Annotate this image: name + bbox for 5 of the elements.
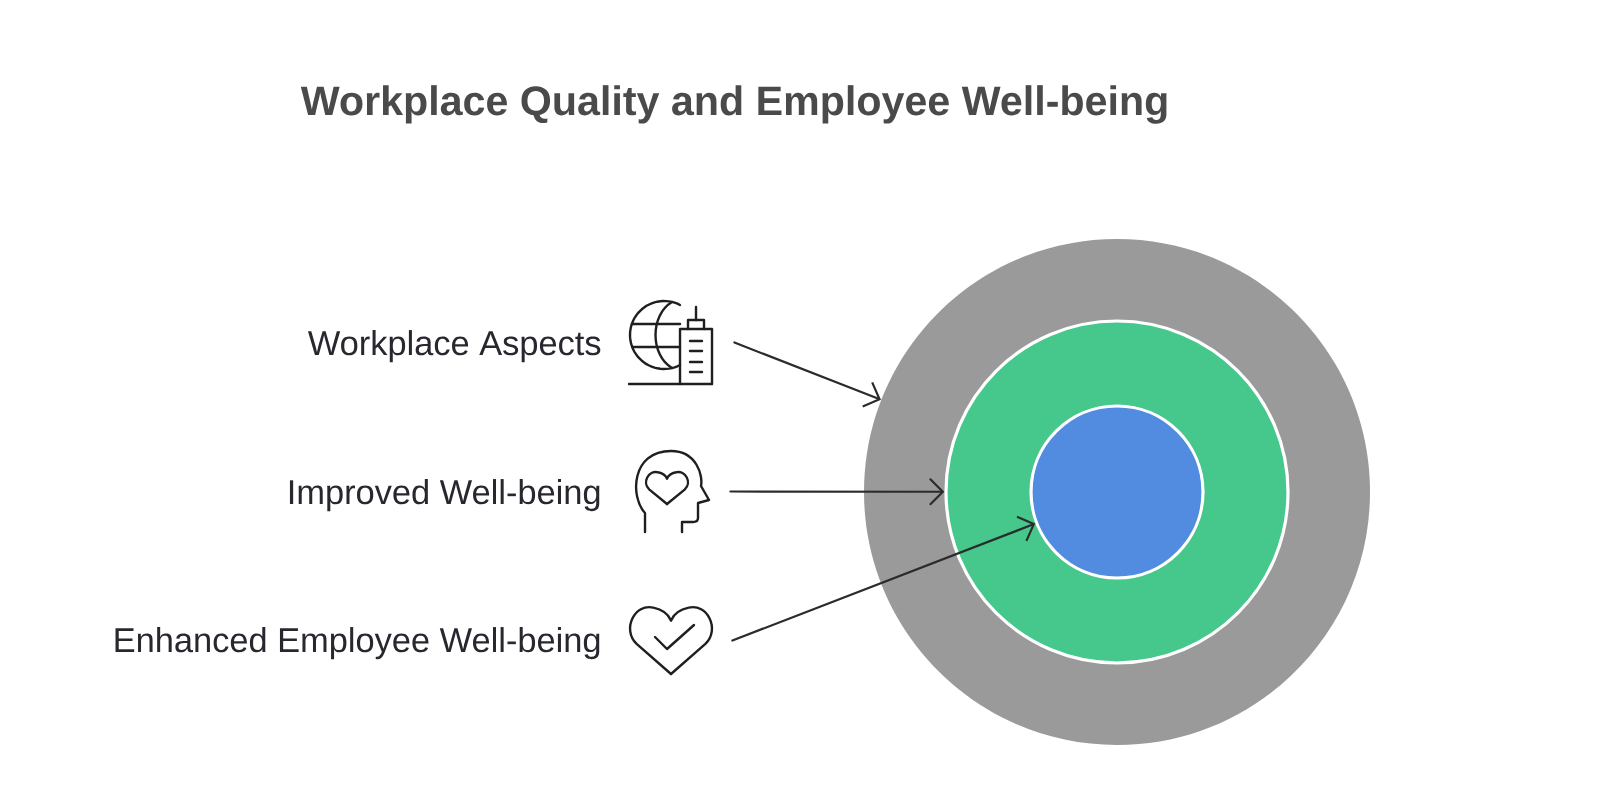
item-label: Workplace Aspects xyxy=(308,330,601,363)
title: Workplace Quality and Employee Well-being xyxy=(300,85,1167,124)
item-label: Enhanced Employee Well-being xyxy=(115,627,600,660)
inner-circle xyxy=(1029,404,1205,580)
item-label: Improved Well-being xyxy=(289,479,600,512)
